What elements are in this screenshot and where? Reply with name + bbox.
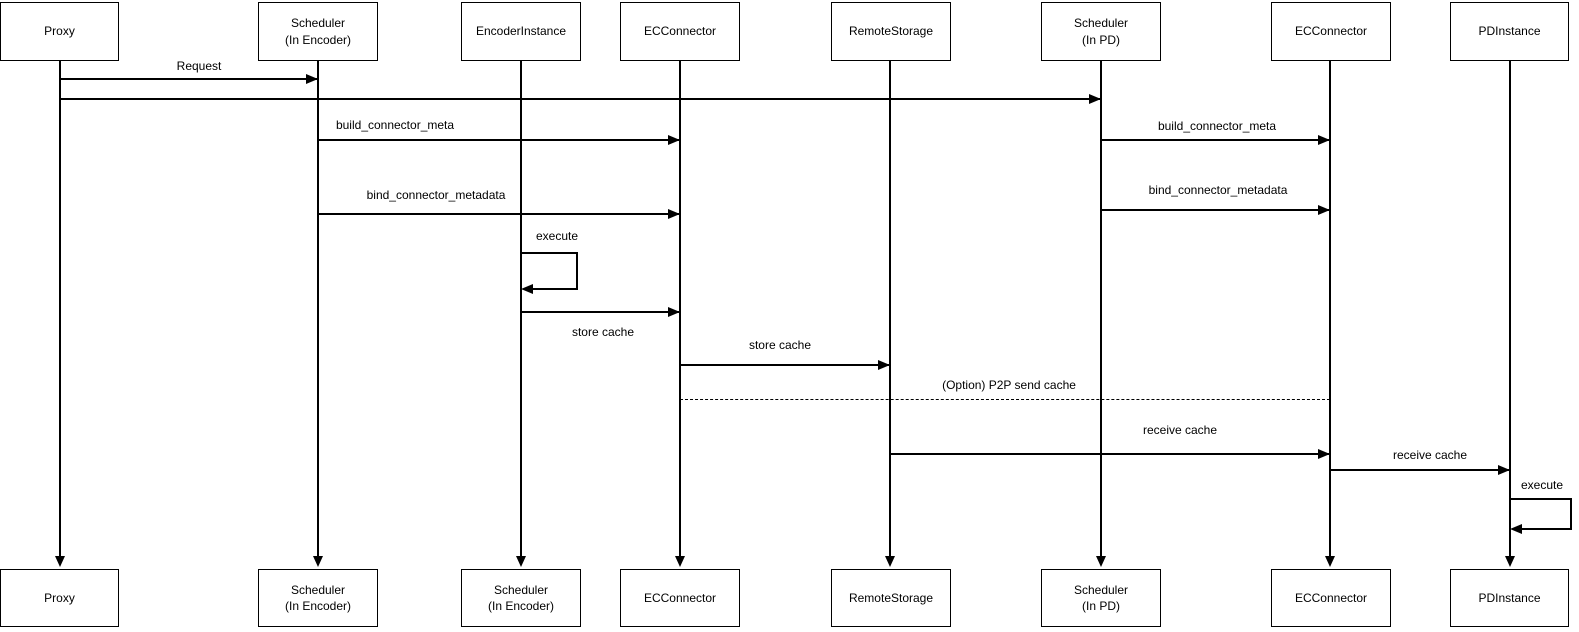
lifeline-ec-connector-pd — [1329, 61, 1331, 557]
message-store-cache-ecconnector-arrowhead — [668, 307, 680, 317]
message-p2p-send-cache-line — [680, 399, 1330, 401]
message-store-cache-ecconnector-label: store cache — [569, 325, 637, 339]
message-request-label: Request — [174, 59, 224, 73]
lifeline-proxy — [59, 61, 61, 557]
message-build-connector-meta-pd-label: build_connector_meta — [1155, 119, 1279, 133]
message-p2p-send-cache-label: (Option) P2P send cache — [940, 378, 1078, 392]
actor-bottom-box-proxy: Proxy — [0, 569, 119, 627]
actor-top-box-scheduler-in-pd: Scheduler (In PD) — [1041, 2, 1161, 61]
message-store-cache-remotestorage-label: store cache — [746, 338, 814, 352]
lifeline-arrowhead-scheduler-in-pd — [1096, 556, 1106, 567]
message-bind-connector-metadata-encoder-label: bind_connector_metadata — [364, 188, 508, 202]
message-receive-cache-pdinstance-label: receive cache — [1390, 448, 1470, 462]
actor-top-box-proxy: Proxy — [0, 2, 119, 61]
message-receive-cache-pdinstance-line — [1330, 469, 1510, 471]
actor-top-box-pd-instance: PDInstance — [1450, 2, 1569, 61]
message-build-connector-meta-encoder-label: build_connector_meta — [333, 118, 457, 132]
lifeline-arrowhead-ec-connector-pd — [1325, 556, 1335, 567]
actor-top-box-remote-storage: RemoteStorage — [831, 2, 951, 61]
lifeline-scheduler-in-encoder — [317, 61, 319, 557]
message-build-connector-meta-encoder-line — [318, 139, 680, 141]
lifeline-arrowhead-scheduler-in-encoder — [313, 556, 323, 567]
actor-bottom-box-pd-instance: PDInstance — [1450, 569, 1569, 627]
message-execute-pd-loop-return — [1522, 528, 1571, 530]
message-receive-cache-ecconnector-label: receive cache — [1140, 423, 1220, 437]
message-bind-connector-metadata-pd-line — [1101, 209, 1330, 211]
message-execute-encoder-loop-right — [576, 252, 578, 290]
message-execute-pd-loop-right — [1570, 498, 1572, 530]
actor-top-box-scheduler-in-encoder: Scheduler (In Encoder) — [258, 2, 378, 61]
lifeline-pd-instance — [1509, 61, 1511, 557]
message-build-connector-meta-pd-line — [1101, 139, 1330, 141]
message-receive-cache-ecconnector-arrowhead — [1318, 449, 1330, 459]
actor-top-box-encoder-instance: EncoderInstance — [461, 2, 581, 61]
message-execute-pd-arrowhead — [1510, 524, 1522, 534]
message-store-cache-remotestorage-line — [680, 364, 890, 366]
message-execute-pd-label: execute — [1518, 478, 1566, 492]
message-forward-request-arrowhead — [1089, 94, 1101, 104]
actor-top-box-ec-connector-encoder: ECConnector — [620, 2, 740, 61]
message-store-cache-remotestorage-arrowhead — [878, 360, 890, 370]
message-bind-connector-metadata-encoder-arrowhead — [668, 209, 680, 219]
lifeline-arrowhead-remote-storage — [885, 556, 895, 567]
lifeline-arrowhead-proxy — [55, 556, 65, 567]
message-request-line — [60, 78, 318, 80]
message-receive-cache-pdinstance-arrowhead — [1498, 465, 1510, 475]
message-execute-encoder-arrowhead — [521, 284, 533, 294]
actor-bottom-box-encoder-instance: Scheduler (In Encoder) — [461, 569, 581, 627]
lifeline-encoder-instance — [520, 61, 522, 557]
actor-top-box-ec-connector-pd: ECConnector — [1271, 2, 1391, 61]
lifeline-remote-storage — [889, 61, 891, 557]
actor-bottom-box-ec-connector-pd: ECConnector — [1271, 569, 1391, 627]
lifeline-arrowhead-encoder-instance — [516, 556, 526, 567]
lifeline-arrowhead-ec-connector-encoder — [675, 556, 685, 567]
message-build-connector-meta-pd-arrowhead — [1318, 135, 1330, 145]
message-request-arrowhead — [306, 74, 318, 84]
message-execute-encoder-label: execute — [533, 229, 581, 243]
actor-bottom-box-scheduler-in-pd: Scheduler (In PD) — [1041, 569, 1161, 627]
message-execute-pd-loop-top — [1510, 498, 1571, 500]
message-receive-cache-ecconnector-line — [890, 453, 1330, 455]
lifeline-arrowhead-pd-instance — [1505, 556, 1515, 567]
message-execute-encoder-loop-top — [521, 252, 577, 254]
message-bind-connector-metadata-pd-label: bind_connector_metadata — [1146, 183, 1290, 197]
lifeline-scheduler-in-pd — [1100, 61, 1102, 557]
message-bind-connector-metadata-encoder-line — [318, 213, 680, 215]
message-execute-encoder-loop-return — [533, 288, 577, 290]
message-forward-request-line — [60, 98, 1101, 100]
message-store-cache-ecconnector-line — [521, 311, 680, 313]
actor-bottom-box-ec-connector-encoder: ECConnector — [620, 569, 740, 627]
message-build-connector-meta-encoder-arrowhead — [668, 135, 680, 145]
message-bind-connector-metadata-pd-arrowhead — [1318, 205, 1330, 215]
actor-bottom-box-scheduler-in-encoder: Scheduler (In Encoder) — [258, 569, 378, 627]
actor-bottom-box-remote-storage: RemoteStorage — [831, 569, 951, 627]
